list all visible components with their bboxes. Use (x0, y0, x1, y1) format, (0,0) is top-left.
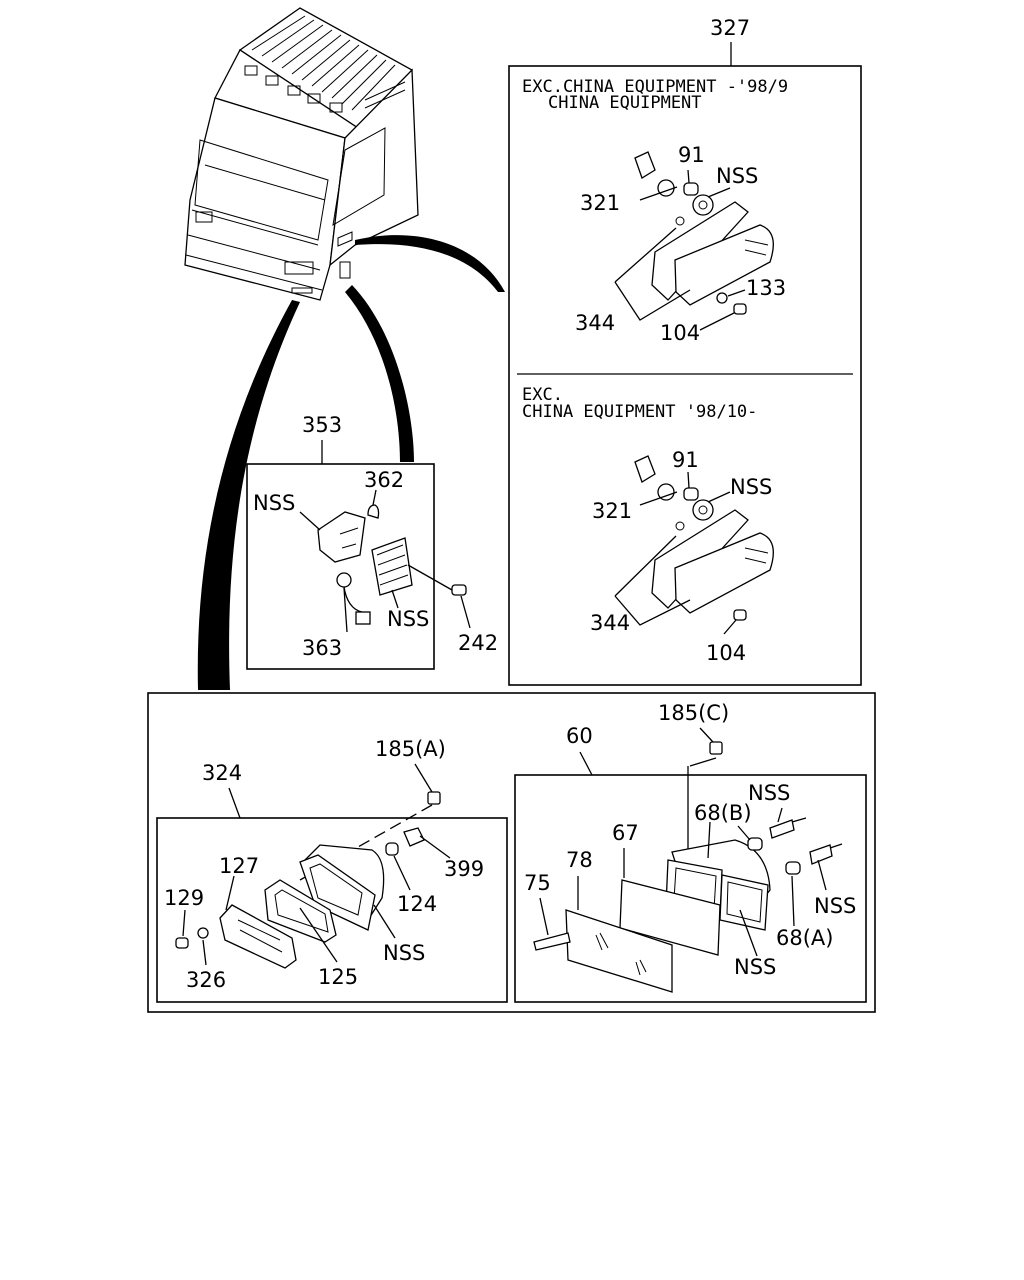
assembly-353: 353 NSS 362 NSS 363 242 (246, 413, 498, 670)
label-top-91: 91 (678, 143, 705, 167)
label-top-321: 321 (580, 191, 620, 215)
label-242: 242 (458, 631, 498, 655)
leader-band-to-lower (197, 300, 300, 690)
label-185c: 185(C) (658, 701, 729, 725)
label-top-133: 133 (746, 276, 786, 300)
label-324-nss: NSS (383, 941, 425, 965)
label-363: 363 (302, 636, 342, 660)
leader-band-to-327 (355, 235, 505, 292)
side-lamp-parts (299, 489, 471, 633)
label-185a: 185(A) (375, 737, 446, 761)
turn-lamp-lower-variant (614, 455, 774, 635)
box-327 (508, 65, 862, 686)
assembly-60: 60 185(C) (514, 701, 867, 1003)
label-353-nss-a: NSS (253, 491, 295, 515)
leader-bands (197, 235, 505, 690)
box-353 (246, 463, 435, 670)
note-bottom-line2: CHINA EQUIPMENT '98/10- (522, 402, 757, 422)
label-399: 399 (444, 857, 484, 881)
label-60: 60 (566, 724, 593, 748)
label-326: 326 (186, 968, 226, 992)
label-top-104: 104 (660, 321, 700, 345)
turn-lamp-upper-variant (614, 151, 774, 331)
box-60 (514, 774, 867, 1003)
fog-lamp-parts (533, 807, 843, 993)
truck-cab-illustration (184, 7, 419, 301)
assembly-327: 327 EXC.CHINA EQUIPMENT -'98/9 CHINA EQU… (508, 16, 862, 686)
label-327: 327 (710, 16, 750, 40)
label-324: 324 (202, 761, 242, 785)
label-bot-104: 104 (706, 641, 746, 665)
label-top-nss: NSS (716, 164, 758, 188)
label-75: 75 (524, 871, 551, 895)
clearance-lamp-parts (175, 827, 451, 969)
label-68a: 68(A) (776, 926, 833, 950)
label-60-nss-mid: NSS (734, 955, 776, 979)
label-127: 127 (219, 854, 259, 878)
label-362: 362 (364, 468, 404, 492)
label-60-nss-bot: NSS (814, 894, 856, 918)
note-bottom-line1: EXC. (522, 385, 563, 405)
label-60-nss-top: NSS (748, 781, 790, 805)
box-324 (156, 817, 508, 1003)
note-top-line2: CHINA EQUIPMENT (548, 93, 702, 113)
label-bot-nss: NSS (730, 475, 772, 499)
note-top-line1: EXC.CHINA EQUIPMENT -'98/9 (522, 77, 788, 97)
label-125: 125 (318, 965, 358, 989)
label-129: 129 (164, 886, 204, 910)
label-bot-321: 321 (592, 499, 632, 523)
box-lower-group (147, 692, 876, 1013)
label-78: 78 (566, 848, 593, 872)
label-top-344: 344 (575, 311, 615, 335)
label-68b: 68(B) (694, 801, 752, 825)
label-bot-344: 344 (590, 611, 630, 635)
assembly-324: 324 185(A) 399 124 127 (156, 737, 508, 1003)
label-353: 353 (302, 413, 342, 437)
label-bot-91: 91 (672, 448, 699, 472)
label-67: 67 (612, 821, 639, 845)
leader-band-to-353 (345, 285, 414, 462)
label-124: 124 (397, 892, 437, 916)
label-353-nss-b: NSS (387, 607, 429, 631)
